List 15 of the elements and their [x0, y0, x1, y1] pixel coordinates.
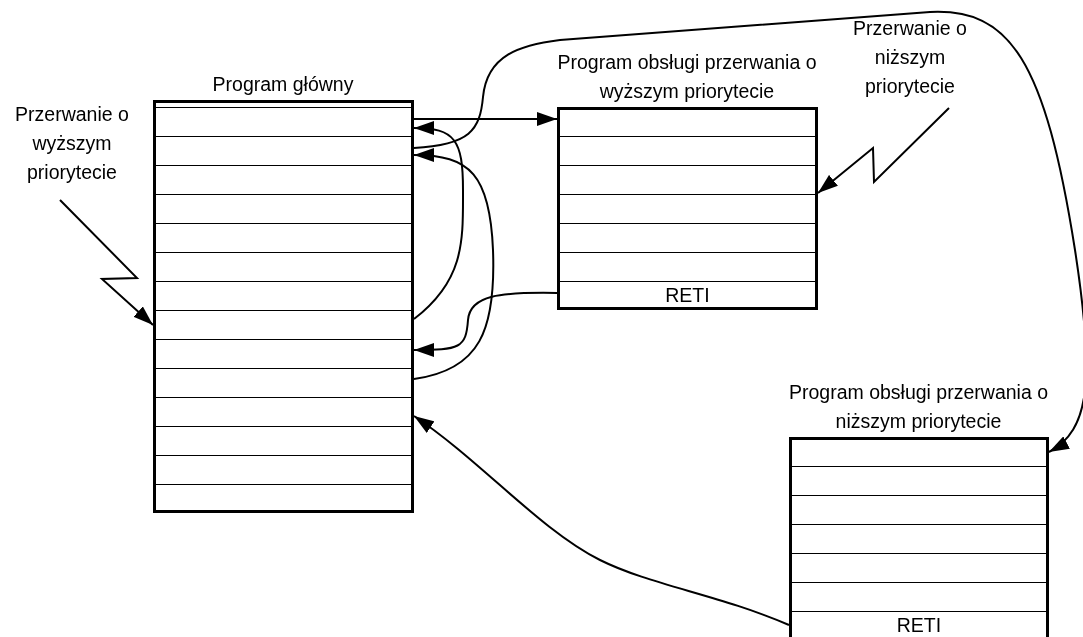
box-heading: Program obsługi przerwania o wyższym priorytecie — [556, 50, 818, 104]
box-heading: Program obsługi przerwania o niższym priorytecie — [787, 380, 1049, 434]
interrupt-label: Przerwanie o niższym priorytecie — [852, 14, 968, 108]
arrow — [413, 11, 1083, 453]
arrow — [413, 148, 495, 380]
box-heading: Program główny — [211, 72, 355, 97]
instruction-text: RETI — [895, 612, 943, 637]
interrupt-arrow — [817, 107, 950, 194]
arrow — [413, 415, 790, 626]
instruction-text: RETI — [664, 282, 711, 308]
arrow — [413, 112, 558, 126]
interrupt-arrow — [59, 199, 154, 326]
arrow — [413, 121, 464, 320]
arrow — [413, 291, 558, 357]
interrupt-label: Przerwanie o wyższym priorytecie — [2, 100, 142, 200]
